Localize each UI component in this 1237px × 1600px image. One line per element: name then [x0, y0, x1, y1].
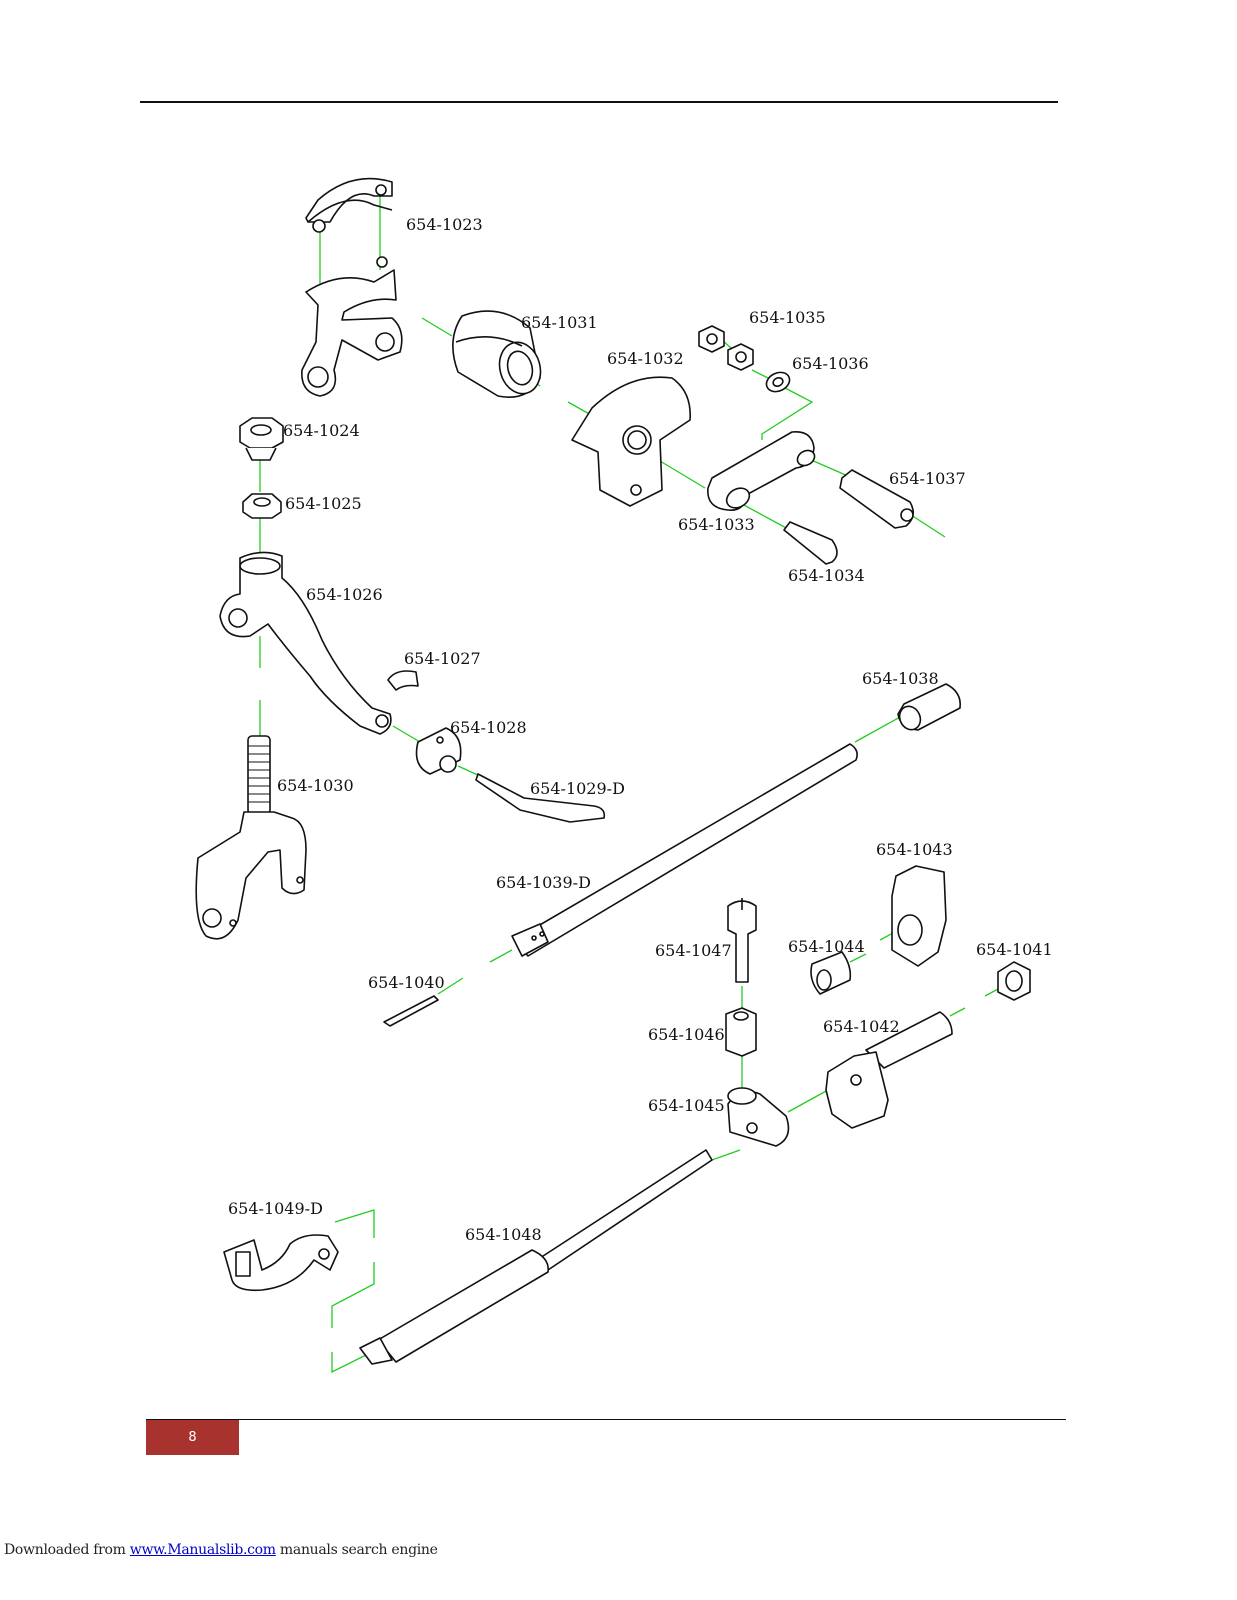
- label-654-1040: 654-1040: [368, 973, 445, 992]
- label-654-1028: 654-1028: [450, 718, 527, 737]
- label-654-1026: 654-1026: [306, 585, 383, 604]
- part-labels: 654-1023 654-1031 654-1035 654-1036 654-…: [228, 215, 1053, 1244]
- label-654-1049-D: 654-1049-D: [228, 1199, 323, 1218]
- label-654-1032: 654-1032: [607, 349, 684, 368]
- label-654-1023: 654-1023: [406, 215, 483, 234]
- label-654-1044: 654-1044: [788, 937, 865, 956]
- label-654-1048: 654-1048: [465, 1225, 542, 1244]
- manualslib-link[interactable]: www.Manualslib.com: [129, 1542, 276, 1558]
- label-654-1030: 654-1030: [277, 776, 354, 795]
- label-654-1035: 654-1035: [749, 308, 826, 327]
- label-654-1047: 654-1047: [655, 941, 732, 960]
- label-654-1036: 654-1036: [792, 354, 869, 373]
- label-654-1033: 654-1033: [678, 515, 755, 534]
- label-654-1027: 654-1027: [404, 649, 481, 668]
- page-number: 8: [146, 1420, 239, 1455]
- label-654-1034: 654-1034: [788, 566, 865, 585]
- label-654-1037: 654-1037: [889, 469, 966, 488]
- label-654-1024: 654-1024: [283, 421, 360, 440]
- label-654-1045: 654-1045: [648, 1096, 725, 1115]
- header-rule: [140, 101, 1058, 103]
- footer-prefix: Downloaded from: [4, 1542, 130, 1558]
- label-654-1043: 654-1043: [876, 840, 953, 859]
- label-654-1025: 654-1025: [285, 494, 362, 513]
- footer-rule: [146, 1419, 1066, 1420]
- label-654-1041: 654-1041: [976, 940, 1053, 959]
- label-654-1038: 654-1038: [862, 669, 939, 688]
- leader-lines: [259, 196, 1001, 1374]
- footer-suffix: manuals search engine: [275, 1542, 438, 1558]
- label-654-1046: 654-1046: [648, 1025, 725, 1044]
- part-drawings: [195, 177, 1031, 1365]
- label-654-1042: 654-1042: [823, 1017, 900, 1036]
- download-footer: Downloaded from www.Manualslib.com manua…: [4, 1542, 438, 1558]
- label-654-1039-D: 654-1039-D: [496, 873, 591, 892]
- label-654-1029-D: 654-1029-D: [530, 779, 625, 798]
- label-654-1031: 654-1031: [521, 313, 598, 332]
